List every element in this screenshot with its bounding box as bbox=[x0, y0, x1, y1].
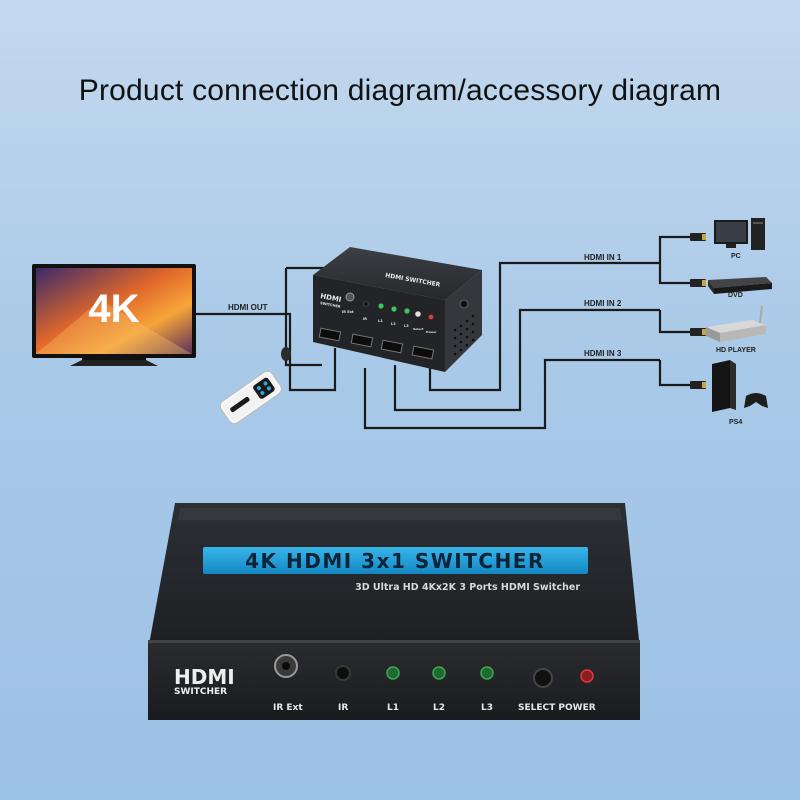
small-l1-label: L1 bbox=[378, 319, 383, 323]
large-l1-label: L1 bbox=[387, 703, 399, 713]
large-ir-sensor bbox=[335, 665, 351, 681]
small-led-l3 bbox=[404, 308, 410, 314]
small-dc-jack bbox=[459, 299, 469, 309]
small-ir-ext-jack bbox=[345, 292, 355, 302]
ps4-device bbox=[712, 360, 768, 412]
small-select-button bbox=[415, 311, 421, 317]
ps4-branch bbox=[658, 360, 700, 387]
large-ir-label: IR bbox=[338, 703, 348, 713]
small-ir-label: IR bbox=[363, 317, 367, 321]
ps4-controller bbox=[744, 393, 768, 408]
device-plugs bbox=[690, 233, 706, 389]
small-hdmi-in-3-port bbox=[411, 345, 435, 360]
hdmi-out-label: HDMI OUT bbox=[228, 303, 268, 312]
small-led-l1 bbox=[378, 303, 384, 309]
cables bbox=[196, 235, 700, 430]
remote-control bbox=[219, 370, 282, 424]
large-switch-logo-sub: SWITCHER bbox=[174, 687, 227, 697]
large-switch-banner-bg bbox=[203, 547, 588, 574]
large-power-led bbox=[580, 669, 594, 683]
small-switch: HDMI SWITCHER HDMI SWITCHER IR Ext IR L1… bbox=[313, 247, 482, 372]
small-select-label: Select bbox=[413, 327, 424, 331]
hdmi-in-3-label: HDMI IN 3 bbox=[584, 349, 622, 358]
large-led-l1 bbox=[386, 666, 400, 680]
large-select-button bbox=[533, 668, 553, 688]
pc-device bbox=[714, 218, 765, 250]
large-switch-subtitle: 3D Ultra HD 4Kx2K 3 Ports HDMI Switcher bbox=[355, 582, 580, 593]
ps4-label: PS4 bbox=[729, 419, 742, 426]
hdmi-out-cable bbox=[196, 312, 337, 392]
small-hdmi-in-2-port bbox=[380, 339, 404, 354]
small-hdmi-out-port bbox=[318, 327, 342, 342]
hd-player-label: HD PLAYER bbox=[716, 347, 756, 354]
dvd-branch bbox=[658, 263, 700, 285]
small-l2-label: L2 bbox=[391, 322, 396, 326]
small-switch-vents bbox=[453, 314, 475, 356]
small-hdmi-in-1-port bbox=[350, 333, 374, 348]
dvd-device bbox=[708, 277, 772, 294]
large-l2-label: L2 bbox=[433, 703, 445, 713]
large-led-l2 bbox=[432, 666, 446, 680]
hdmi-in-1-cable bbox=[428, 261, 660, 392]
pc-branch bbox=[658, 235, 700, 263]
small-power-label: Power bbox=[426, 330, 437, 334]
hdmi-in-2-label: HDMI IN 2 bbox=[584, 299, 622, 308]
large-switch-banner: 4K HDMI 3x1 SWITCHER bbox=[245, 549, 545, 573]
hdmi-in-3-cable bbox=[363, 358, 660, 430]
dvd-label: DVD bbox=[728, 292, 743, 299]
television: 4K bbox=[32, 264, 196, 366]
large-switch-top bbox=[148, 503, 640, 650]
small-l3-label: L3 bbox=[404, 324, 409, 328]
hdplayer-branch bbox=[658, 310, 700, 334]
small-switch-logo: HDMI bbox=[320, 292, 342, 304]
pc-tower bbox=[751, 218, 765, 250]
hd-player-device bbox=[706, 305, 766, 342]
hdmi-in-1-label: HDMI IN 1 bbox=[584, 253, 622, 262]
large-switch: 4K HDMI 3x1 SWITCHER 3D Ultra HD 4Kx2K 3… bbox=[148, 503, 640, 720]
page-title: Product connection diagram/accessory dia… bbox=[78, 74, 722, 107]
small-switch-front bbox=[313, 275, 445, 372]
small-switch-logo-2: SWITCHER bbox=[320, 301, 341, 309]
pc-label: PC bbox=[731, 253, 741, 260]
hdmi-in-2-cable bbox=[393, 308, 660, 412]
large-ir-ext-label: IR Ext bbox=[273, 703, 303, 713]
small-ir-led bbox=[363, 301, 369, 307]
large-l3-label: L3 bbox=[481, 703, 493, 713]
tv-4k-badge: 4K bbox=[88, 287, 139, 331]
large-switch-front bbox=[148, 640, 640, 720]
ir-receiver bbox=[281, 268, 291, 361]
large-select-power-label: SELECT POWER bbox=[518, 703, 596, 713]
large-switch-logo: HDMI bbox=[174, 665, 235, 689]
small-power-led bbox=[428, 314, 434, 320]
large-led-l3 bbox=[480, 666, 494, 680]
small-led-l2 bbox=[391, 306, 397, 312]
small-ir-ext-label: IR Ext bbox=[342, 310, 354, 314]
small-switch-top bbox=[313, 247, 482, 300]
tv-screen bbox=[36, 268, 192, 354]
